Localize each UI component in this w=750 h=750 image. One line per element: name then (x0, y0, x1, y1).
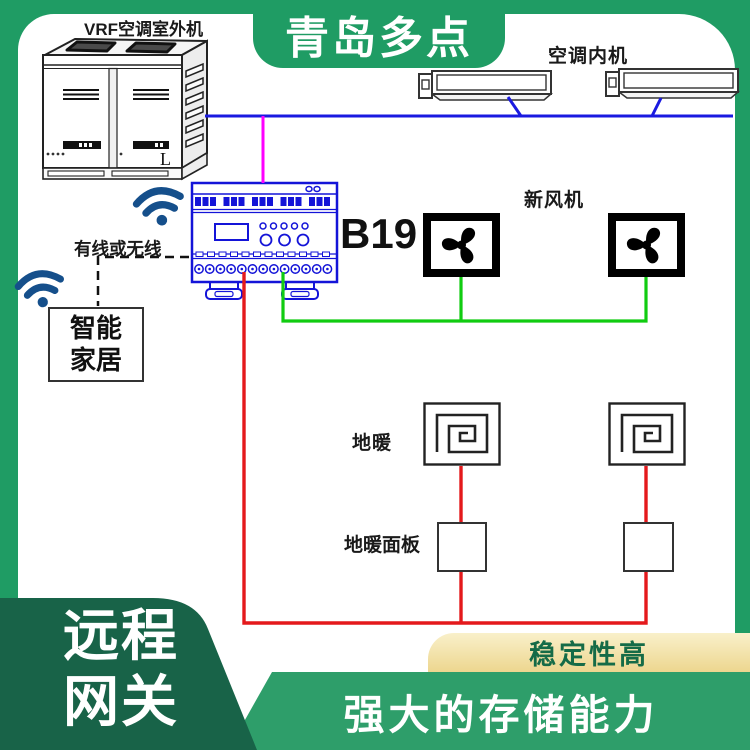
controller-top-terminals (195, 197, 330, 206)
fresh-air-fan-icon (608, 213, 685, 277)
stability-badge-text: 稳定性高 (529, 640, 649, 670)
gateway-label: 远程 网关 (48, 603, 194, 734)
vrf-indicator-dots (46, 152, 123, 156)
fan-blades (626, 227, 661, 264)
floor-heating-panel-2 (623, 522, 674, 572)
fresh-air-fan-icon (423, 213, 500, 277)
controller-din-feet (205, 281, 319, 300)
smart-home-label-line1: 智能 (69, 312, 122, 343)
gateway-blob (0, 598, 257, 750)
gateway-label-line2: 网关 (63, 669, 179, 733)
vrf-display-right (133, 141, 169, 149)
stability-badge: 稳定性高 (428, 633, 750, 672)
wifi-icon (14, 270, 64, 308)
indoor-units-label: 空调内机 (548, 46, 629, 67)
floor-heating-label: 地暖 (352, 433, 393, 454)
controller-logo (305, 185, 321, 193)
vrf-top-fan2 (125, 41, 177, 54)
vrf-outdoor-label: VRF空调室外机 (84, 20, 203, 39)
floor-heating-panel-label: 地暖面板 (344, 535, 421, 556)
vrf-top-fan1 (65, 40, 117, 53)
brand-banner: 青岛多点 (253, 0, 505, 68)
vrf-outdoor-unit: L (42, 38, 208, 181)
fresh-air-label: 新风机 (524, 190, 585, 211)
indoor-unit-2 (605, 68, 740, 99)
connection-type-label: 有线或无线 (74, 239, 162, 259)
vrf-top-face (42, 38, 208, 57)
floor-heating-coil-icon (608, 402, 686, 466)
vrf-side-vents (185, 62, 204, 149)
vrf-door-vents (63, 89, 169, 100)
vrf-door-divider (108, 67, 118, 169)
fan-blades (441, 227, 476, 264)
smart-home-box: 智能 家居 (48, 307, 144, 382)
controller-buttons (259, 233, 310, 247)
controller-model-label: B19 (340, 210, 418, 257)
floor-heating-panel-1 (437, 522, 487, 572)
vrf-corner-mark: L (160, 149, 171, 169)
brand-title: 青岛多点 (285, 14, 473, 63)
controller-display (214, 223, 249, 241)
controller-led-row (259, 222, 309, 230)
indoor-unit-1 (418, 70, 553, 101)
controller-device (190, 181, 339, 300)
gateway-label-line1: 远程 (63, 604, 179, 667)
wifi-icon (132, 187, 184, 226)
floor-heating-coil-icon (423, 402, 501, 466)
controller-mid-strip (195, 251, 330, 257)
storage-banner: 强大的存储能力 (228, 672, 750, 750)
smart-home-label-line2: 家居 (69, 344, 122, 375)
storage-banner-text: 强大的存储能力 (343, 692, 659, 738)
